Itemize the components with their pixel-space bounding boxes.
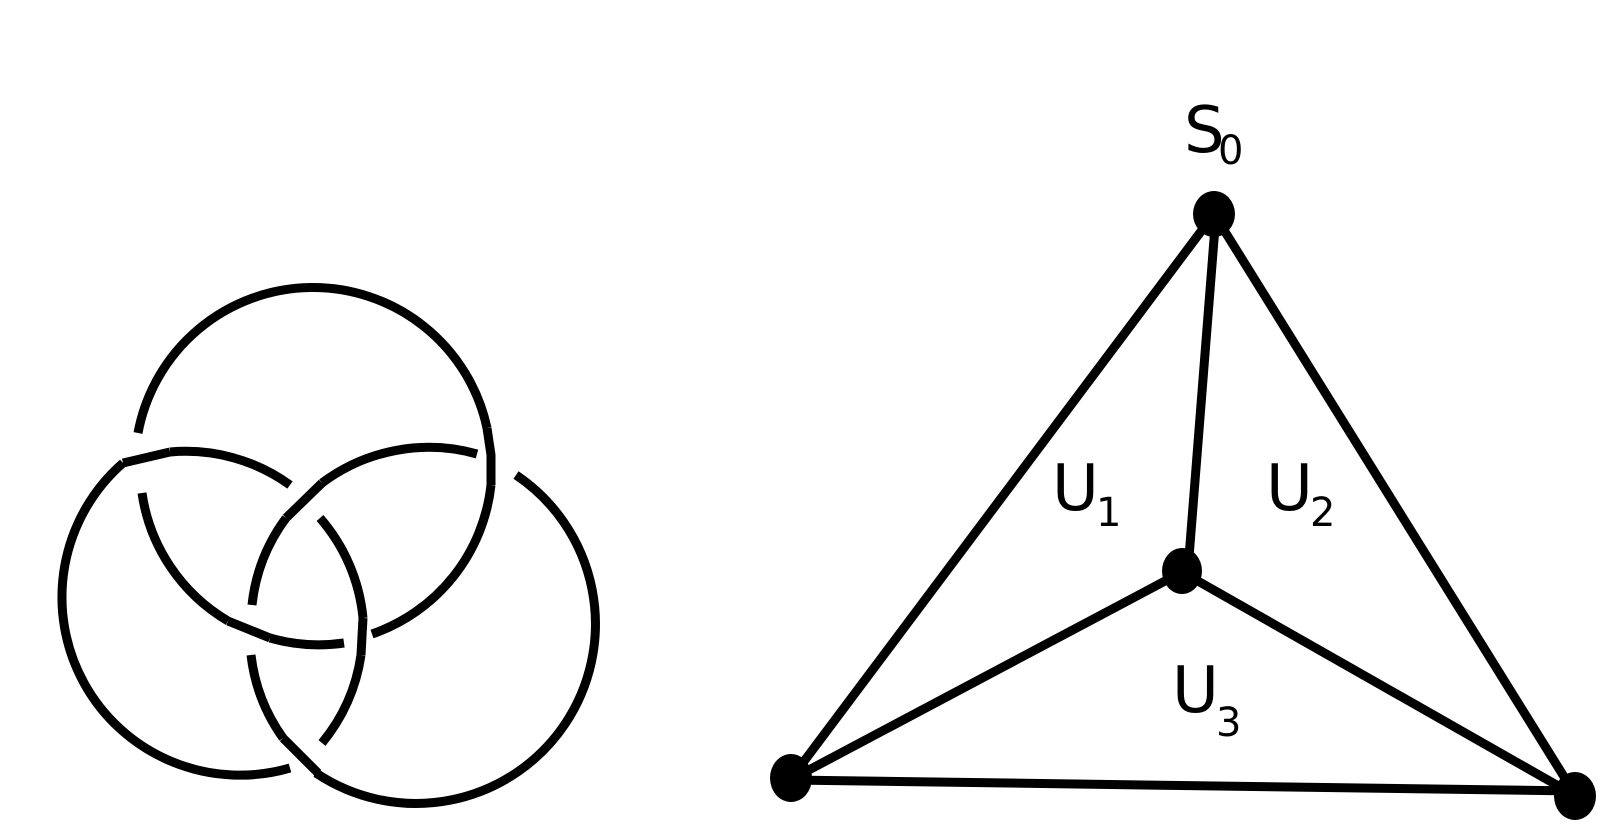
edge-s0-right [1209,209,1581,801]
knot-inner-arc-mid-left [247,515,290,606]
knot-inner-arc-lower-right [318,654,366,746]
vertex-left [770,754,812,802]
knot-inner-arc-lower-left [246,654,287,741]
edge-inner-right [1177,567,1581,801]
label-s0-main: S [1184,94,1225,168]
knot-inner-link-lower [279,734,322,777]
knot-inner-arc-mid-right [316,515,368,619]
knot-left-ring-arc [57,459,292,780]
label-u1-sub: 1 [1096,490,1121,536]
edge-left-right [785,775,1581,796]
knot-inner-arc-left-desc [137,492,231,625]
label-u2-sub: 2 [1310,490,1335,536]
label-s0-sub: 0 [1218,128,1243,174]
vertex-right [1554,772,1596,820]
label-u3-sub: 3 [1216,700,1241,746]
knot-inner-link-left [226,616,272,643]
knot-inner-arc-bottom-center [268,633,345,650]
edge-s0-left [785,209,1219,785]
knot-diagram [57,283,600,808]
knot-inner-arc-upper-right [319,442,479,487]
knot-left-ring-top-link [121,447,172,468]
knot-inner-link-upper [282,479,326,522]
knot-top-ring-arc [133,283,492,434]
knot-top-ring-right-segment [482,427,496,485]
vertex-inner [1162,548,1202,594]
tetrahedron-graph: S 0 U 1 U 2 U 3 [770,94,1596,820]
edge-inner-left [785,567,1187,785]
edge-s0-inner [1183,209,1221,575]
vertex-s0 [1193,191,1235,237]
knot-inner-link-right [356,617,368,656]
knot-right-ring-arc [313,471,600,808]
knot-top-ring-right-lower [370,484,496,639]
knot-inner-arc-upper-left [169,446,293,489]
label-u1-main: U [1052,452,1099,526]
label-u2-main: U [1266,452,1313,526]
label-u3-main: U [1172,654,1219,728]
